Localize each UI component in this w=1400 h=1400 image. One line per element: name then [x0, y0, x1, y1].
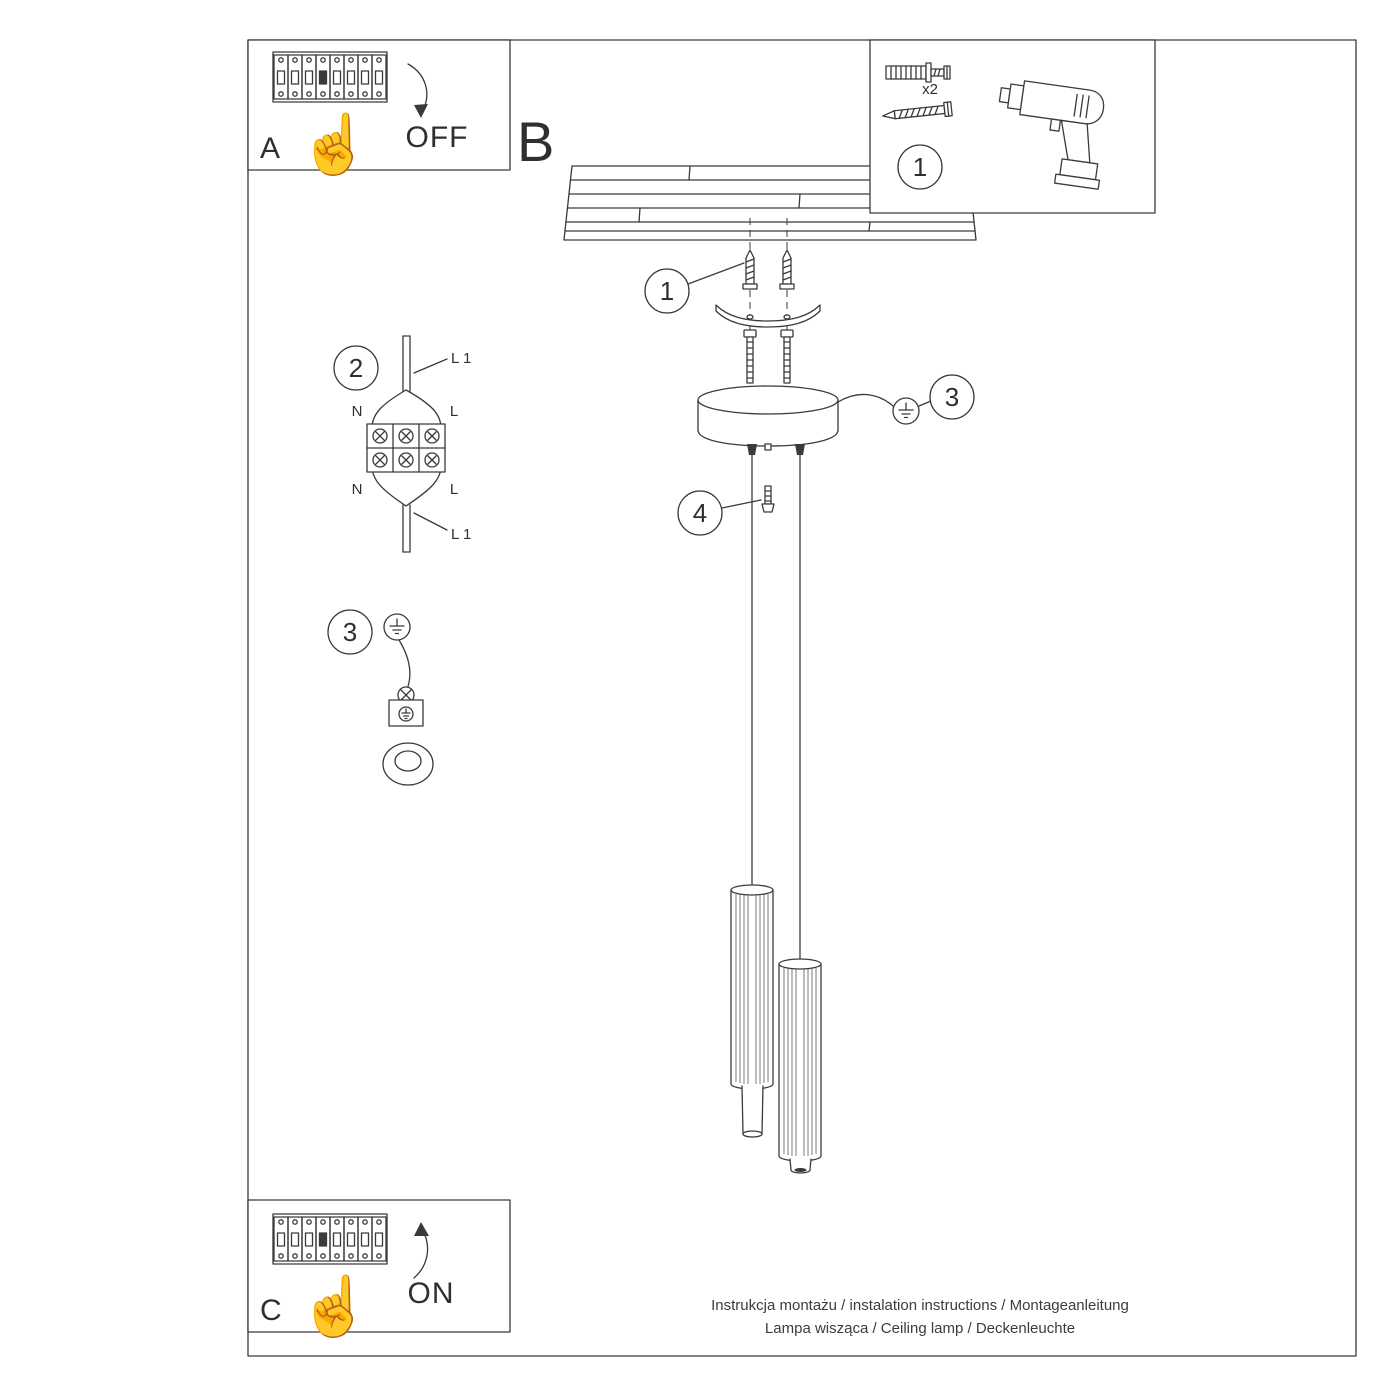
- drill-icon: [998, 80, 1105, 190]
- canopy-screw-right: [780, 329, 794, 384]
- step-4-callout: 4: [677, 490, 762, 536]
- ground-symbol-icon-detail: [383, 613, 411, 641]
- l-bottom-label: L: [450, 481, 458, 498]
- circuit-breaker-icon-2: [273, 1214, 387, 1264]
- step-2-number: 2: [349, 353, 363, 383]
- panel-a-letter: A: [260, 132, 280, 165]
- n-bottom-label: N: [352, 481, 363, 498]
- hand-icon: ☝: [299, 109, 371, 179]
- wall-plug-icon: [885, 62, 951, 83]
- section-b-label: B: [517, 110, 554, 173]
- mounting-bracket: [715, 304, 821, 328]
- canopy: [697, 385, 839, 455]
- canopy-center-stub: [764, 443, 772, 451]
- canopy-fix-screw: [761, 485, 775, 513]
- panel-a-state-label: OFF: [406, 121, 469, 154]
- mounting-screw-right: [779, 249, 795, 290]
- alignment-guides: [749, 218, 788, 398]
- n-top-label: N: [352, 403, 363, 420]
- cable-gland-right: [795, 444, 805, 455]
- lamp-tube-left: [741, 1085, 764, 1138]
- ground-clamp: [388, 686, 424, 727]
- footer-line-2: Lampa wisząca / Ceiling lamp / Deckenleu…: [765, 1320, 1075, 1337]
- kit-box: x2 1: [869, 39, 1156, 214]
- step-4-number: 4: [693, 498, 707, 528]
- footer-line-1: Instrukcja montażu / instalation instruc…: [711, 1297, 1129, 1314]
- ring-terminal: [382, 742, 434, 786]
- switch-on-arrow-icon: [413, 1222, 429, 1279]
- ground-symbol-icon: [892, 397, 920, 425]
- step-3-canopy-callout: 3: [918, 374, 975, 420]
- canopy-screw-left: [743, 329, 757, 384]
- panel-c-state-label: ON: [408, 1277, 455, 1310]
- step-3-detail-number: 3: [343, 617, 357, 647]
- l1-top-label: L 1: [451, 350, 471, 367]
- ground-terminal-detail: 3: [327, 609, 434, 786]
- switch-off-arrow-icon: [407, 63, 428, 118]
- anchor-quantity-label: x2: [922, 81, 938, 98]
- pendant-shade-left: [730, 884, 774, 1138]
- hand-icon-2: ☝: [299, 1271, 371, 1341]
- wiring-diagram: 2 L 1 N L N L L 1: [333, 335, 471, 553]
- ground-lead-wire: [398, 639, 411, 695]
- ground-wire: [837, 393, 894, 407]
- page-frame: [247, 39, 1357, 1357]
- mounting-screw-left: [742, 249, 758, 290]
- pendant-shade-right: [778, 958, 822, 1174]
- cable-gland-left: [747, 444, 757, 455]
- step-1-callout: 1: [644, 262, 745, 314]
- l1-bottom-label: L 1: [451, 526, 471, 543]
- panel-power-on: ☝ ON C: [247, 1199, 511, 1341]
- panel-c-letter: C: [260, 1294, 282, 1327]
- l-top-label: L: [450, 403, 458, 420]
- panel-power-off: ☝ OFF A: [247, 39, 511, 179]
- step-1-number: 1: [660, 276, 674, 306]
- step-3-number: 3: [945, 382, 959, 412]
- terminal-block: [366, 423, 446, 473]
- kit-step-number: 1: [913, 152, 927, 182]
- screw-icon: [882, 101, 953, 120]
- circuit-breaker-icon: [273, 52, 387, 102]
